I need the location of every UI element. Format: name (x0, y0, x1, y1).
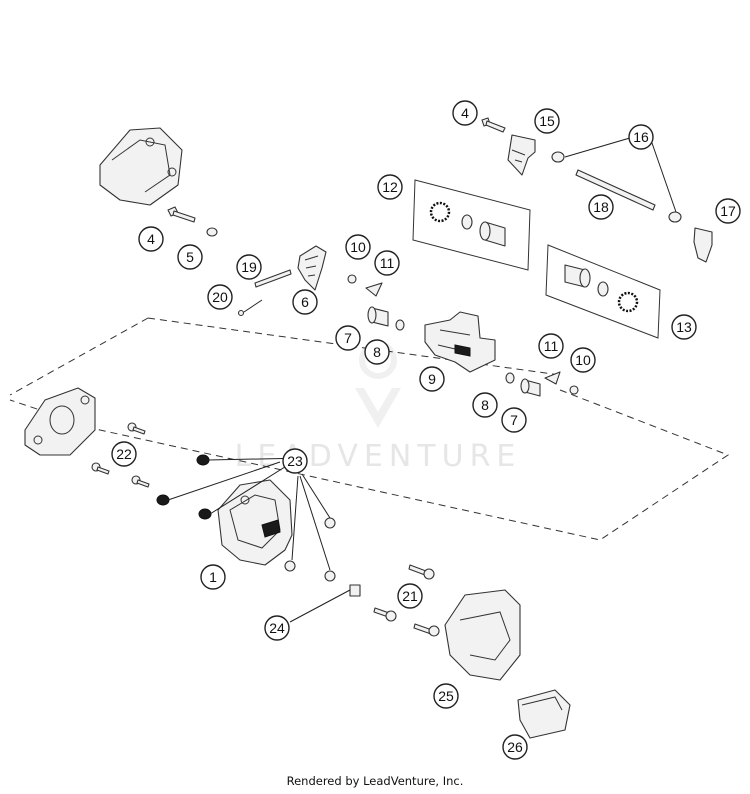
callout-17[interactable]: 17 (715, 198, 741, 224)
pin-head-part-20 (237, 309, 245, 317)
kit-12-parts (429, 201, 506, 247)
callout-7-upper[interactable]: 7 (335, 325, 361, 351)
callout-18[interactable]: 18 (588, 194, 614, 220)
svg-text:19: 19 (241, 259, 257, 275)
bushing-part-16b (668, 211, 682, 223)
svg-text:18: 18 (593, 199, 609, 215)
callout-13[interactable]: 13 (671, 314, 697, 340)
bushing-part-16a (551, 151, 565, 163)
callout-11-lower[interactable]: 11 (538, 333, 564, 359)
shift-lever-part-15 (507, 134, 536, 176)
shift-drum-part-9 (424, 311, 496, 373)
svg-text:10: 10 (575, 352, 591, 368)
callout-7-lower[interactable]: 7 (501, 407, 527, 433)
grommets-part-23 (156, 454, 336, 582)
callout-4[interactable]: 4 (452, 100, 478, 126)
kit-13-parts (564, 264, 639, 313)
callout-21[interactable]: 21 (397, 583, 423, 609)
bushing-part-24 (349, 584, 361, 597)
screws-part-22 (91, 422, 150, 488)
watermark-text: LEADVENTURE (235, 439, 522, 474)
callout-5[interactable]: 5 (177, 244, 203, 270)
callout-6[interactable]: 6 (292, 289, 318, 315)
callout-9[interactable]: 9 (419, 366, 445, 392)
callout-25[interactable]: 25 (433, 683, 459, 709)
callout-10-lower[interactable]: 10 (570, 347, 596, 373)
svg-text:4: 4 (461, 105, 469, 121)
svg-text:25: 25 (438, 688, 454, 704)
svg-text:9: 9 (428, 371, 436, 387)
pin-part-19 (254, 269, 292, 288)
lever-part-17 (693, 227, 713, 263)
callout-1[interactable]: 1 (200, 564, 226, 590)
leader-20 (243, 299, 263, 313)
svg-text:11: 11 (380, 255, 395, 271)
callout-15[interactable]: 15 (534, 108, 560, 134)
actuator-cover-part-25 (444, 589, 521, 681)
svg-text:10: 10 (350, 239, 366, 255)
callout-12[interactable]: 12 (377, 174, 403, 200)
bolts-part-21 (373, 564, 440, 637)
svg-text:21: 21 (402, 588, 418, 604)
svg-text:24: 24 (269, 620, 285, 636)
svg-text:6: 6 (301, 294, 309, 310)
svg-text:22: 22 (116, 446, 132, 462)
shaft-part-18 (575, 169, 656, 211)
footer-credit: Rendered by LeadVenture, Inc. (286, 774, 464, 788)
svg-text:4: 4 (147, 231, 155, 247)
bolt-part (167, 206, 196, 223)
svg-text:23: 23 (287, 453, 303, 469)
svg-text:7: 7 (510, 412, 518, 428)
callout-23[interactable]: 23 (282, 448, 308, 474)
svg-text:8: 8 (373, 344, 381, 360)
callout-20[interactable]: 20 (207, 284, 233, 310)
callout-24[interactable]: 24 (264, 615, 290, 641)
svg-text:17: 17 (720, 203, 736, 219)
shift-arm-part-6 (297, 245, 327, 291)
ramp-part-11b (544, 371, 561, 385)
kit-box-12 (412, 179, 531, 271)
callout-26[interactable]: 26 (502, 734, 528, 760)
svg-text:11: 11 (544, 338, 559, 354)
ramp-part-11a (365, 282, 383, 297)
svg-text:8: 8 (481, 397, 489, 413)
kit-box-13 (545, 244, 661, 339)
cap-part-26 (517, 689, 571, 739)
screw-part-10a (347, 274, 357, 284)
shift-actuator-part-1 (217, 479, 293, 566)
callout-22[interactable]: 22 (111, 441, 137, 467)
callout-10-upper[interactable]: 10 (345, 234, 371, 260)
svg-text:12: 12 (382, 179, 398, 195)
top-bolt-part (481, 117, 506, 133)
callout-19[interactable]: 19 (236, 254, 262, 280)
svg-text:16: 16 (633, 129, 649, 145)
leader-lines (167, 134, 677, 623)
svg-text:7: 7 (344, 330, 352, 346)
washer-part (206, 227, 218, 237)
svg-text:1: 1 (209, 569, 217, 585)
bearing-face-7b (520, 378, 530, 394)
svg-text:15: 15 (539, 113, 555, 129)
svg-text:13: 13 (676, 319, 692, 335)
svg-text:20: 20 (212, 289, 228, 305)
bearing-face-7a (367, 306, 377, 324)
callout-8-upper[interactable]: 8 (364, 339, 390, 365)
upper-cover-part (99, 127, 183, 206)
callout-11-upper[interactable]: 11 (374, 250, 400, 276)
callout-8-lower[interactable]: 8 (472, 392, 498, 418)
callout-4-left[interactable]: 4 (138, 226, 164, 252)
ring-part-8a (395, 319, 405, 331)
left-cover-part (24, 387, 96, 456)
screw-part-10b (569, 385, 579, 395)
svg-text:26: 26 (507, 739, 523, 755)
callout-16[interactable]: 16 (628, 124, 654, 150)
svg-text:5: 5 (186, 249, 194, 265)
ring-part-8b (505, 372, 515, 384)
